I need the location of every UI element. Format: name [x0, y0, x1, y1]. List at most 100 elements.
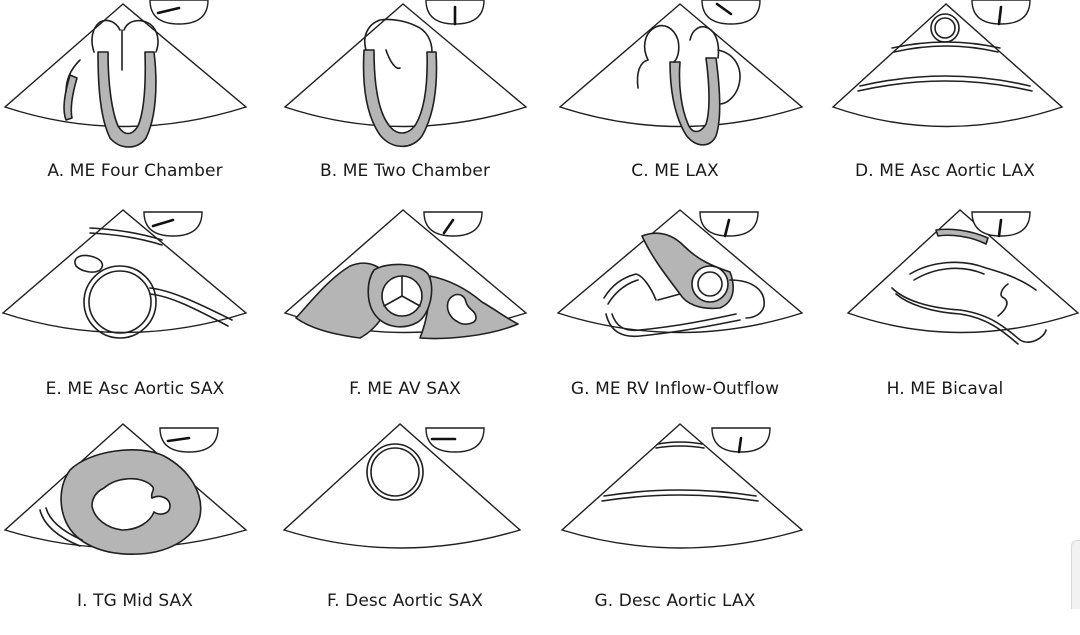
probe-angle-icon: [149, 0, 209, 25]
tv-leaflet: [657, 293, 681, 301]
aortic-wall-lower: [859, 75, 1031, 87]
aorta-ring: [83, 265, 157, 339]
aortic-wall-upper: [891, 41, 1001, 49]
view-desc-aortic-lax: G. Desc Aortic LAX: [540, 423, 810, 635]
upper-boundary: [89, 227, 163, 241]
view-label: B. ME Two Chamber: [319, 161, 491, 181]
view-label: I. TG Mid SAX: [76, 591, 194, 611]
probe-needle: [997, 5, 1003, 26]
tricuspid-wall: [603, 273, 657, 301]
probe-angle-icon: [971, 0, 1031, 26]
pulmonary-artery-wall: [149, 287, 233, 321]
me-four-chamber-diagram: [3, 3, 248, 148]
pulmonary-artery-ring-inner: [934, 17, 956, 39]
probe-angle-icon: [699, 211, 759, 238]
pulmonic-outflow: [729, 279, 765, 319]
rv-inferior-wall: [605, 313, 741, 338]
right-atrium-wall: [65, 59, 81, 93]
left-atrium-outline: [364, 18, 433, 53]
view-label: F. ME AV SAX: [349, 379, 461, 399]
me-lax-diagram: [558, 3, 804, 146]
rv-outflow-arc: [717, 49, 741, 105]
me-av-sax-diagram: [283, 209, 528, 340]
upper-atrial-wall: [935, 228, 989, 245]
view-me-av-sax: F. ME AV SAX: [270, 209, 540, 423]
probe-needle: [151, 218, 175, 228]
probe-angle-icon: [701, 0, 761, 25]
me-asc-aortic-sax-diagram: [1, 209, 248, 339]
view-label: A. ME Four Chamber: [47, 161, 223, 181]
sector-outline: [283, 3, 528, 128]
probe-angle-icon: [425, 0, 485, 26]
rv-wall-inner: [45, 507, 83, 541]
probe-angle-icon: [143, 211, 203, 237]
aortic-wall-far-inner: [601, 494, 759, 502]
probe-needle: [997, 218, 1003, 238]
view-me-lax: C. ME LAX: [540, 0, 810, 205]
left-ventricle-wall: [97, 51, 157, 148]
aortic-wall-near-inner: [655, 445, 705, 449]
aortic-wall-upper-inner: [893, 45, 999, 53]
view-me-bicaval: H. ME Bicaval: [810, 209, 1080, 423]
sector-outline: [560, 423, 804, 549]
view-label: D. ME Asc Aortic LAX: [855, 161, 1035, 181]
view-label: G. ME RV Inflow-Outflow: [570, 379, 780, 399]
probe-needle: [156, 6, 181, 15]
probe-needle: [737, 436, 743, 454]
valve-commissures: [383, 275, 421, 307]
atrial-outline: [91, 19, 159, 53]
right-ventricle-wall: [63, 74, 78, 121]
probe-angle-icon: [423, 211, 483, 237]
sector-outline: [831, 3, 1064, 128]
sector-outline: [846, 209, 1080, 334]
probe-angle-icon: [159, 427, 219, 453]
me-two-chamber-diagram: [283, 3, 528, 148]
tee-standard-views-figure: A. ME Four Chamber B. ME Two Chamber C.: [0, 0, 1080, 611]
edge-panel-handle[interactable]: [1071, 540, 1080, 609]
view-me-asc-aortic-sax: E. ME Asc Aortic SAX: [0, 209, 270, 423]
view-label: F. Desc Aortic SAX: [326, 591, 484, 611]
probe-needle: [166, 436, 191, 443]
view-me-four-chamber: A. ME Four Chamber: [0, 0, 270, 205]
desc-aortic-sax-diagram: [282, 423, 522, 549]
view-me-asc-aortic-lax: D. ME Asc Aortic LAX: [810, 0, 1080, 205]
probe-needle: [715, 2, 733, 16]
aortic-wall-near: [657, 441, 703, 445]
la-upper-boundary-inner: [913, 267, 985, 281]
aorta-ring-inner: [370, 447, 420, 497]
view-label: C. ME LAX: [631, 161, 719, 181]
view-me-rv-inflow-outflow: G. ME RV Inflow-Outflow: [540, 209, 810, 423]
me-asc-aortic-lax-diagram: [831, 3, 1064, 128]
probe-angle-icon: [425, 427, 485, 453]
upper-boundary-inner: [89, 232, 163, 246]
aorta-ring: [366, 443, 424, 501]
ra-lower-boundary: [891, 287, 1047, 343]
me-rv-inflow-outflow-diagram: [556, 209, 804, 338]
view-label: H. ME Bicaval: [886, 379, 1004, 399]
aortic-ring-inner: [697, 271, 723, 297]
me-bicaval-diagram: [846, 209, 1080, 345]
desc-aortic-lax-diagram: [560, 423, 804, 549]
anterior-wall: [636, 59, 649, 89]
view-label: G. Desc Aortic LAX: [594, 591, 756, 611]
probe-angle-icon: [711, 427, 771, 454]
la-upper-boundary: [909, 261, 1037, 291]
appendage-outline: [385, 49, 401, 70]
left-ventricle-wall: [669, 57, 721, 146]
sector-outline: [282, 423, 522, 549]
tricuspid-wall-inner: [607, 279, 639, 305]
left-ventricle-wall: [362, 49, 438, 148]
left-atrium-outline: [643, 24, 680, 63]
view-me-two-chamber: B. ME Two Chamber: [270, 0, 540, 205]
view-label: E. ME Asc Aortic SAX: [45, 379, 225, 399]
aortic-wall-far: [603, 489, 757, 497]
svc-outline: [74, 254, 104, 273]
view-tg-mid-sax: I. TG Mid SAX: [0, 423, 270, 635]
la-appendage: [446, 293, 477, 325]
view-desc-aortic-sax: F. Desc Aortic SAX: [270, 423, 540, 635]
pulmonary-artery-wall-inner: [149, 293, 229, 327]
rv-wall: [39, 509, 81, 547]
probe-angle-icon: [971, 211, 1031, 238]
aorta-ring-inner: [88, 270, 152, 334]
probe-needle: [442, 218, 455, 235]
